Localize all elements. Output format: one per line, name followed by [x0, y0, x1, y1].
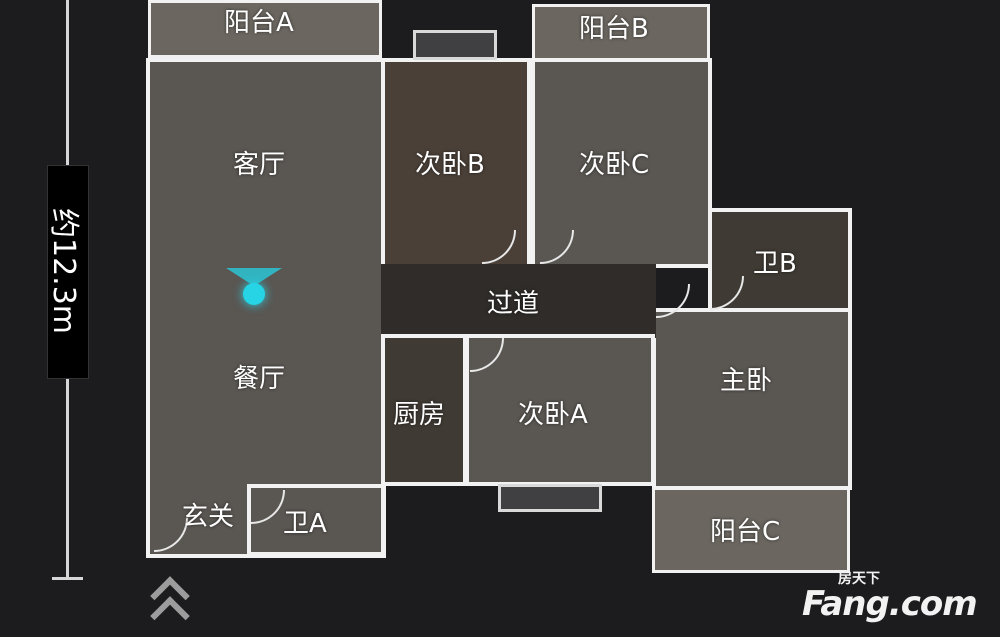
label-living-room: 客厅 [233, 150, 286, 180]
label-second-bedroom-c: 次卧C [579, 150, 650, 180]
label-second-bedroom-a: 次卧A [518, 400, 588, 430]
fang-logo: 房天下 Fang.com [802, 568, 992, 628]
label-master-bedroom: 主卧 [720, 366, 773, 396]
label-bathroom-b: 卫B [753, 249, 797, 279]
window-bedroom-b [413, 30, 497, 60]
label-balcony-b: 阳台B [579, 14, 649, 44]
room-bathroom-a[interactable] [247, 484, 385, 556]
label-corridor: 过道 [487, 289, 540, 319]
logo-cn-text: 房天下 [838, 571, 880, 587]
label-bathroom-a: 卫A [283, 509, 327, 539]
label-entrance: 玄关 [182, 502, 235, 532]
logo-main-text: Fang.com [802, 584, 978, 624]
label-second-bedroom-b: 次卧B [415, 150, 485, 180]
room-master-bedroom[interactable] [652, 308, 852, 490]
view-cone-icon [226, 268, 282, 286]
scale-cap [52, 577, 83, 580]
location-dot-icon[interactable] [243, 283, 265, 305]
label-balcony-c: 阳台C [710, 517, 781, 547]
room-balcony-a[interactable] [148, 0, 382, 58]
double-chevron-up-icon[interactable] [150, 570, 192, 637]
label-balcony-a: 阳台A [224, 8, 294, 38]
label-dining-room: 餐厅 [233, 364, 286, 394]
scale-box [47, 165, 89, 379]
room-second-bedroom-a[interactable] [465, 334, 655, 486]
label-kitchen: 厨房 [393, 400, 446, 430]
room-corridor[interactable] [381, 264, 656, 338]
room-living-dining[interactable] [146, 58, 386, 558]
scale-label: 约12.3m [46, 207, 81, 335]
window-bedroom-a [498, 484, 602, 512]
